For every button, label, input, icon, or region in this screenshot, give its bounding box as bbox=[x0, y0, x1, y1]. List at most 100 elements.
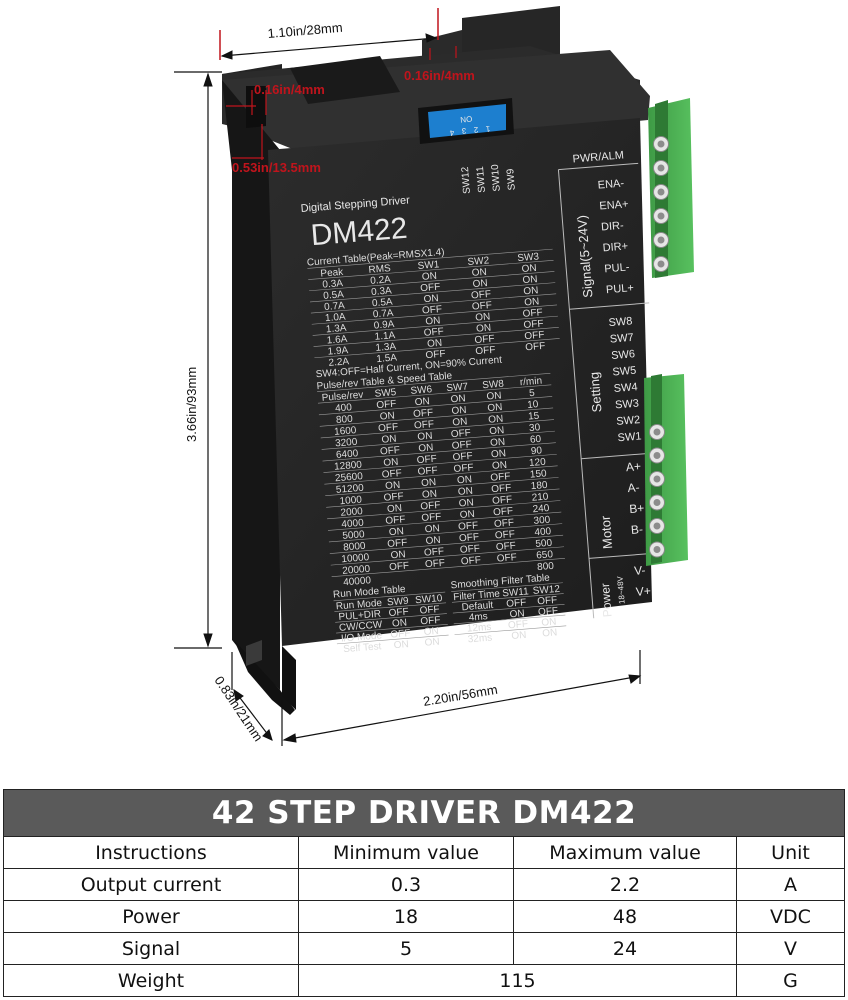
table-rule bbox=[327, 500, 561, 520]
pwr-alm-label: PWR/ALM bbox=[572, 149, 624, 165]
table-cell: ON bbox=[524, 296, 540, 308]
table-rule bbox=[454, 625, 567, 635]
motor-terminal-block[interactable] bbox=[644, 374, 688, 566]
table-cell: ON bbox=[492, 460, 508, 472]
pin-label: V- bbox=[634, 563, 646, 578]
table-row: Power 18 48 VDC bbox=[3, 900, 845, 933]
power-section-title: Power bbox=[598, 583, 615, 618]
table-cell: ON bbox=[459, 509, 475, 521]
table-cell: 0.3A bbox=[371, 285, 393, 298]
table-rule bbox=[333, 591, 446, 602]
table-rule bbox=[335, 613, 447, 623]
table-rule bbox=[321, 430, 555, 450]
pin-label: PUL- bbox=[604, 261, 630, 275]
header-instructions: Instructions bbox=[3, 836, 299, 869]
screw-head bbox=[653, 546, 661, 553]
dim-depth-text: 0.83in/21mm bbox=[212, 673, 266, 744]
pin-label: B- bbox=[630, 522, 643, 537]
table-rule bbox=[310, 293, 557, 314]
table-cell: ON bbox=[523, 285, 539, 297]
table-cell: 120 bbox=[529, 457, 547, 469]
power-range: 18~48V bbox=[615, 575, 626, 604]
screw-head bbox=[653, 452, 661, 459]
power-pins: V-V+ bbox=[634, 563, 652, 599]
pin-label: PUL+ bbox=[606, 282, 635, 296]
table-cell: ON bbox=[385, 480, 401, 492]
table-cell: 1600 bbox=[334, 425, 357, 438]
table-cell: 800 bbox=[336, 414, 354, 426]
table-cell: ON bbox=[451, 405, 467, 417]
table-cell: OFF bbox=[452, 451, 473, 464]
table-rule bbox=[311, 304, 558, 325]
table-cell: OFF bbox=[450, 428, 471, 441]
pin-label: DIR+ bbox=[602, 240, 628, 254]
table-rule bbox=[318, 396, 553, 416]
table-header-cell: SW8 bbox=[482, 379, 505, 392]
table-rule bbox=[323, 453, 557, 473]
table-cell: ON bbox=[390, 549, 406, 561]
driver-case bbox=[222, 6, 652, 715]
dip-number: 4 bbox=[449, 128, 455, 137]
table-cell: ON bbox=[476, 323, 492, 335]
table-cell: ON bbox=[381, 434, 397, 446]
table-cell: 51200 bbox=[336, 483, 365, 496]
table-rule bbox=[307, 248, 553, 269]
table-cell: OFF bbox=[451, 439, 472, 452]
table-cell: OFF bbox=[417, 465, 438, 478]
sw-top-label: SW10 bbox=[490, 163, 503, 191]
row-max: 48 bbox=[513, 900, 737, 933]
table-cell: ON bbox=[522, 274, 538, 286]
table-header-cell: SW11 bbox=[502, 586, 530, 599]
table-rule bbox=[451, 582, 563, 592]
row-weight-value: 115 bbox=[298, 964, 737, 997]
table-cell: OFF bbox=[381, 468, 402, 481]
table-cell: 3200 bbox=[335, 437, 358, 450]
table-cell: 20000 bbox=[342, 564, 371, 577]
table-cell: 240 bbox=[532, 503, 550, 515]
pin-label: SW2 bbox=[616, 414, 641, 428]
table-cell: ON bbox=[511, 630, 527, 642]
dip-switch[interactable]: ON 1 2 3 4 bbox=[418, 98, 514, 144]
table-cell: OFF bbox=[385, 514, 406, 527]
table-header-cell: SW6 bbox=[410, 384, 433, 397]
label-model: DM422 bbox=[310, 212, 409, 252]
table-cell: OFF bbox=[425, 558, 446, 571]
table-rule bbox=[312, 315, 558, 336]
setting-section-title: Setting bbox=[586, 371, 604, 413]
table-cell: 0.5A bbox=[323, 289, 345, 302]
table-cell: 25600 bbox=[335, 471, 364, 484]
table-rule bbox=[317, 384, 552, 404]
pin-label: SW6 bbox=[611, 348, 636, 362]
table-cell: OFF bbox=[380, 445, 401, 458]
row-min: 18 bbox=[298, 900, 514, 933]
table-cell: OFF bbox=[387, 537, 408, 550]
table-cell: 0.5A bbox=[372, 297, 394, 310]
table-cell: 6400 bbox=[336, 448, 359, 461]
table-cell: OFF bbox=[420, 282, 441, 295]
table-rule bbox=[336, 624, 448, 634]
table-cell: OFF bbox=[538, 606, 559, 619]
table-cell: 5 bbox=[529, 388, 536, 399]
screw-head bbox=[653, 522, 661, 530]
table-cell: OFF bbox=[416, 454, 437, 467]
table-cell: ON bbox=[422, 271, 438, 283]
table-cell: OFF bbox=[414, 419, 435, 432]
pin-label: A+ bbox=[625, 459, 641, 474]
table-cell: ON bbox=[425, 315, 441, 327]
table-cell: OFF bbox=[474, 334, 495, 347]
table-cell: ON bbox=[417, 431, 433, 443]
table-cell: 12ms bbox=[467, 622, 492, 635]
table-cell: ON bbox=[491, 448, 507, 460]
table-cell: OFF bbox=[419, 604, 440, 617]
table-cell: 60 bbox=[530, 434, 542, 446]
pin-label: SW4 bbox=[613, 381, 638, 395]
pin-label: SW8 bbox=[608, 315, 633, 329]
table-cell: OFF bbox=[460, 555, 481, 568]
table-rule bbox=[326, 488, 560, 508]
dip-on-text: ON bbox=[460, 114, 473, 124]
table-rule bbox=[310, 282, 556, 303]
screw-head bbox=[657, 188, 665, 196]
table-cell: OFF bbox=[378, 422, 399, 435]
table-cell: 400 bbox=[534, 526, 552, 538]
table-cell: OFF bbox=[420, 615, 441, 628]
